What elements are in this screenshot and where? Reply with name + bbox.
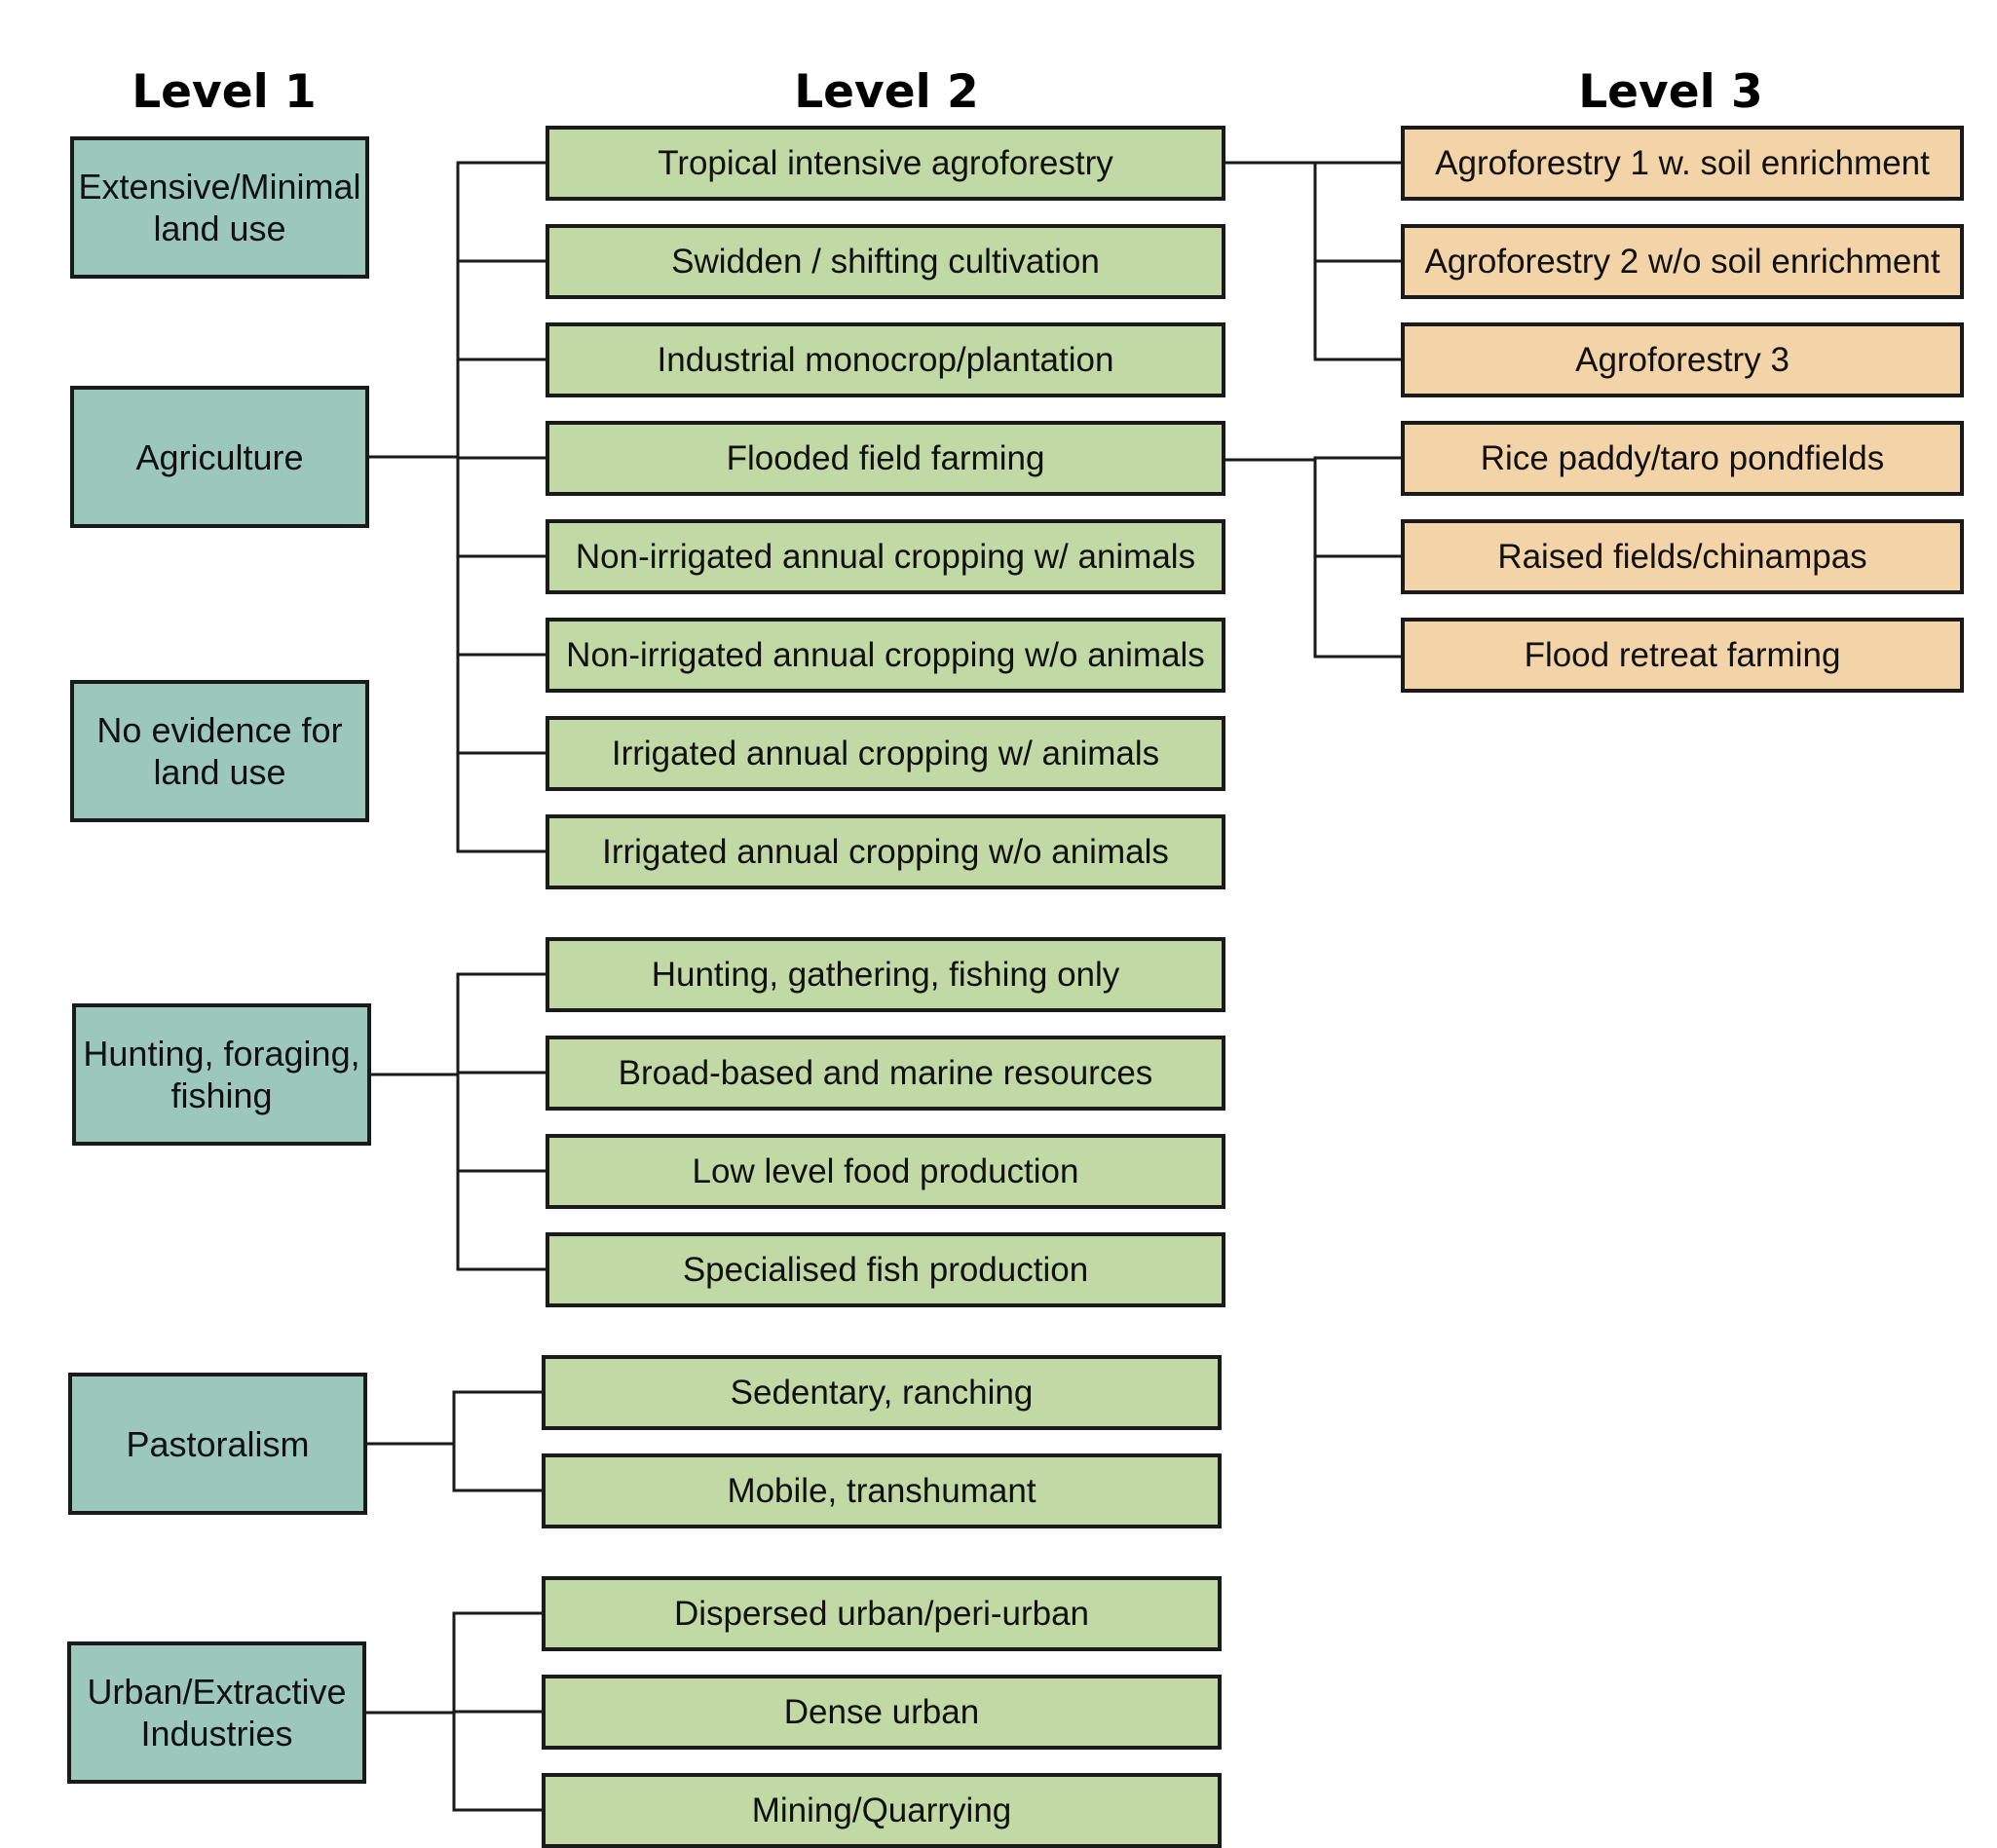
level2-label: Tropical intensive agroforestry [658,143,1113,182]
level2-label: Dense urban [783,1692,980,1731]
level2-broad-based-marine: Broad-based and marine resources [546,1036,1225,1111]
level3-raised-fields: Raised fields/chinampas [1401,519,1964,594]
level1-no-evidence: No evidence for land use [70,680,369,822]
level2-irrigated-with-animals: Irrigated annual cropping w/ animals [546,716,1225,791]
level-2-heading: Level 2 [794,65,979,119]
level1-hunting-foraging-fishing: Hunting, foraging, fishing [72,1003,371,1146]
level3-label: Flood retreat farming [1524,635,1841,674]
level2-label: Mobile, transhumant [727,1471,1036,1510]
level2-label: Specialised fish production [682,1250,1089,1289]
level2-label: Broad-based and marine resources [618,1053,1153,1092]
level3-label: Agroforestry 3 [1575,340,1790,379]
level2-sedentary-ranching: Sedentary, ranching [542,1355,1222,1430]
level2-specialised-fish-production: Specialised fish production [546,1232,1225,1307]
level3-agroforestry-2: Agroforestry 2 w/o soil enrichment [1401,224,1964,299]
level2-non-irrigated-without-animals: Non-irrigated annual cropping w/o animal… [546,618,1225,693]
level1-label: Agriculture [135,436,304,477]
level2-mining-quarrying: Mining/Quarrying [542,1773,1222,1848]
level1-label: Hunting, foraging, fishing [83,1034,360,1115]
level3-rice-paddy-taro: Rice paddy/taro pondfields [1401,421,1964,496]
level2-label: Irrigated annual cropping w/o animals [602,832,1169,871]
level1-urban-extractive: Urban/Extractive Industries [67,1641,366,1784]
level2-label: Swidden / shifting cultivation [671,242,1100,281]
level2-low-level-food-production: Low level food production [546,1134,1225,1209]
level1-label: Extensive/Minimal land use [78,167,361,248]
level-3-heading: Level 3 [1578,65,1763,119]
level1-extensive-minimal: Extensive/Minimal land use [70,136,369,279]
level2-tropical-intensive-agroforestry: Tropical intensive agroforestry [546,126,1225,201]
level1-label: Urban/Extractive Industries [87,1672,347,1754]
level3-label: Rice paddy/taro pondfields [1480,438,1885,477]
level2-label: Sedentary, ranching [730,1373,1034,1412]
level1-label: No evidence for land use [96,710,343,792]
level3-label: Agroforestry 1 w. soil enrichment [1435,143,1930,182]
level2-label: Hunting, gathering, fishing only [651,955,1120,994]
level3-agroforestry-3: Agroforestry 3 [1401,322,1964,397]
level3-label: Raised fields/chinampas [1497,537,1867,576]
level1-pastoralism: Pastoralism [68,1373,367,1515]
level2-dispersed-urban: Dispersed urban/peri-urban [542,1576,1222,1651]
level2-swidden-shifting-cultivation: Swidden / shifting cultivation [546,224,1225,299]
level2-label: Low level food production [692,1151,1079,1190]
level2-label: Dispersed urban/peri-urban [673,1594,1090,1633]
level1-agriculture: Agriculture [70,386,369,528]
level2-irrigated-without-animals: Irrigated annual cropping w/o animals [546,814,1225,889]
level2-mobile-transhumant: Mobile, transhumant [542,1453,1222,1528]
level2-label: Flooded field farming [726,438,1045,477]
level2-industrial-monocrop: Industrial monocrop/plantation [546,322,1225,397]
level2-label: Industrial monocrop/plantation [657,340,1114,379]
level2-label: Mining/Quarrying [751,1791,1012,1829]
level2-label: Non-irrigated annual cropping w/ animals [575,537,1196,576]
level3-label: Agroforestry 2 w/o soil enrichment [1424,242,1940,281]
level2-label: Non-irrigated annual cropping w/o animal… [566,635,1205,674]
level2-dense-urban: Dense urban [542,1675,1222,1750]
level3-agroforestry-1: Agroforestry 1 w. soil enrichment [1401,126,1964,201]
level2-flooded-field-farming: Flooded field farming [546,421,1225,496]
level2-label: Irrigated annual cropping w/ animals [611,734,1160,773]
level3-flood-retreat: Flood retreat farming [1401,618,1964,693]
level-1-heading: Level 1 [132,65,317,119]
level2-hunting-gathering-fishing-only: Hunting, gathering, fishing only [546,937,1225,1012]
level2-non-irrigated-with-animals: Non-irrigated annual cropping w/ animals [546,519,1225,594]
level1-label: Pastoralism [126,1423,310,1464]
